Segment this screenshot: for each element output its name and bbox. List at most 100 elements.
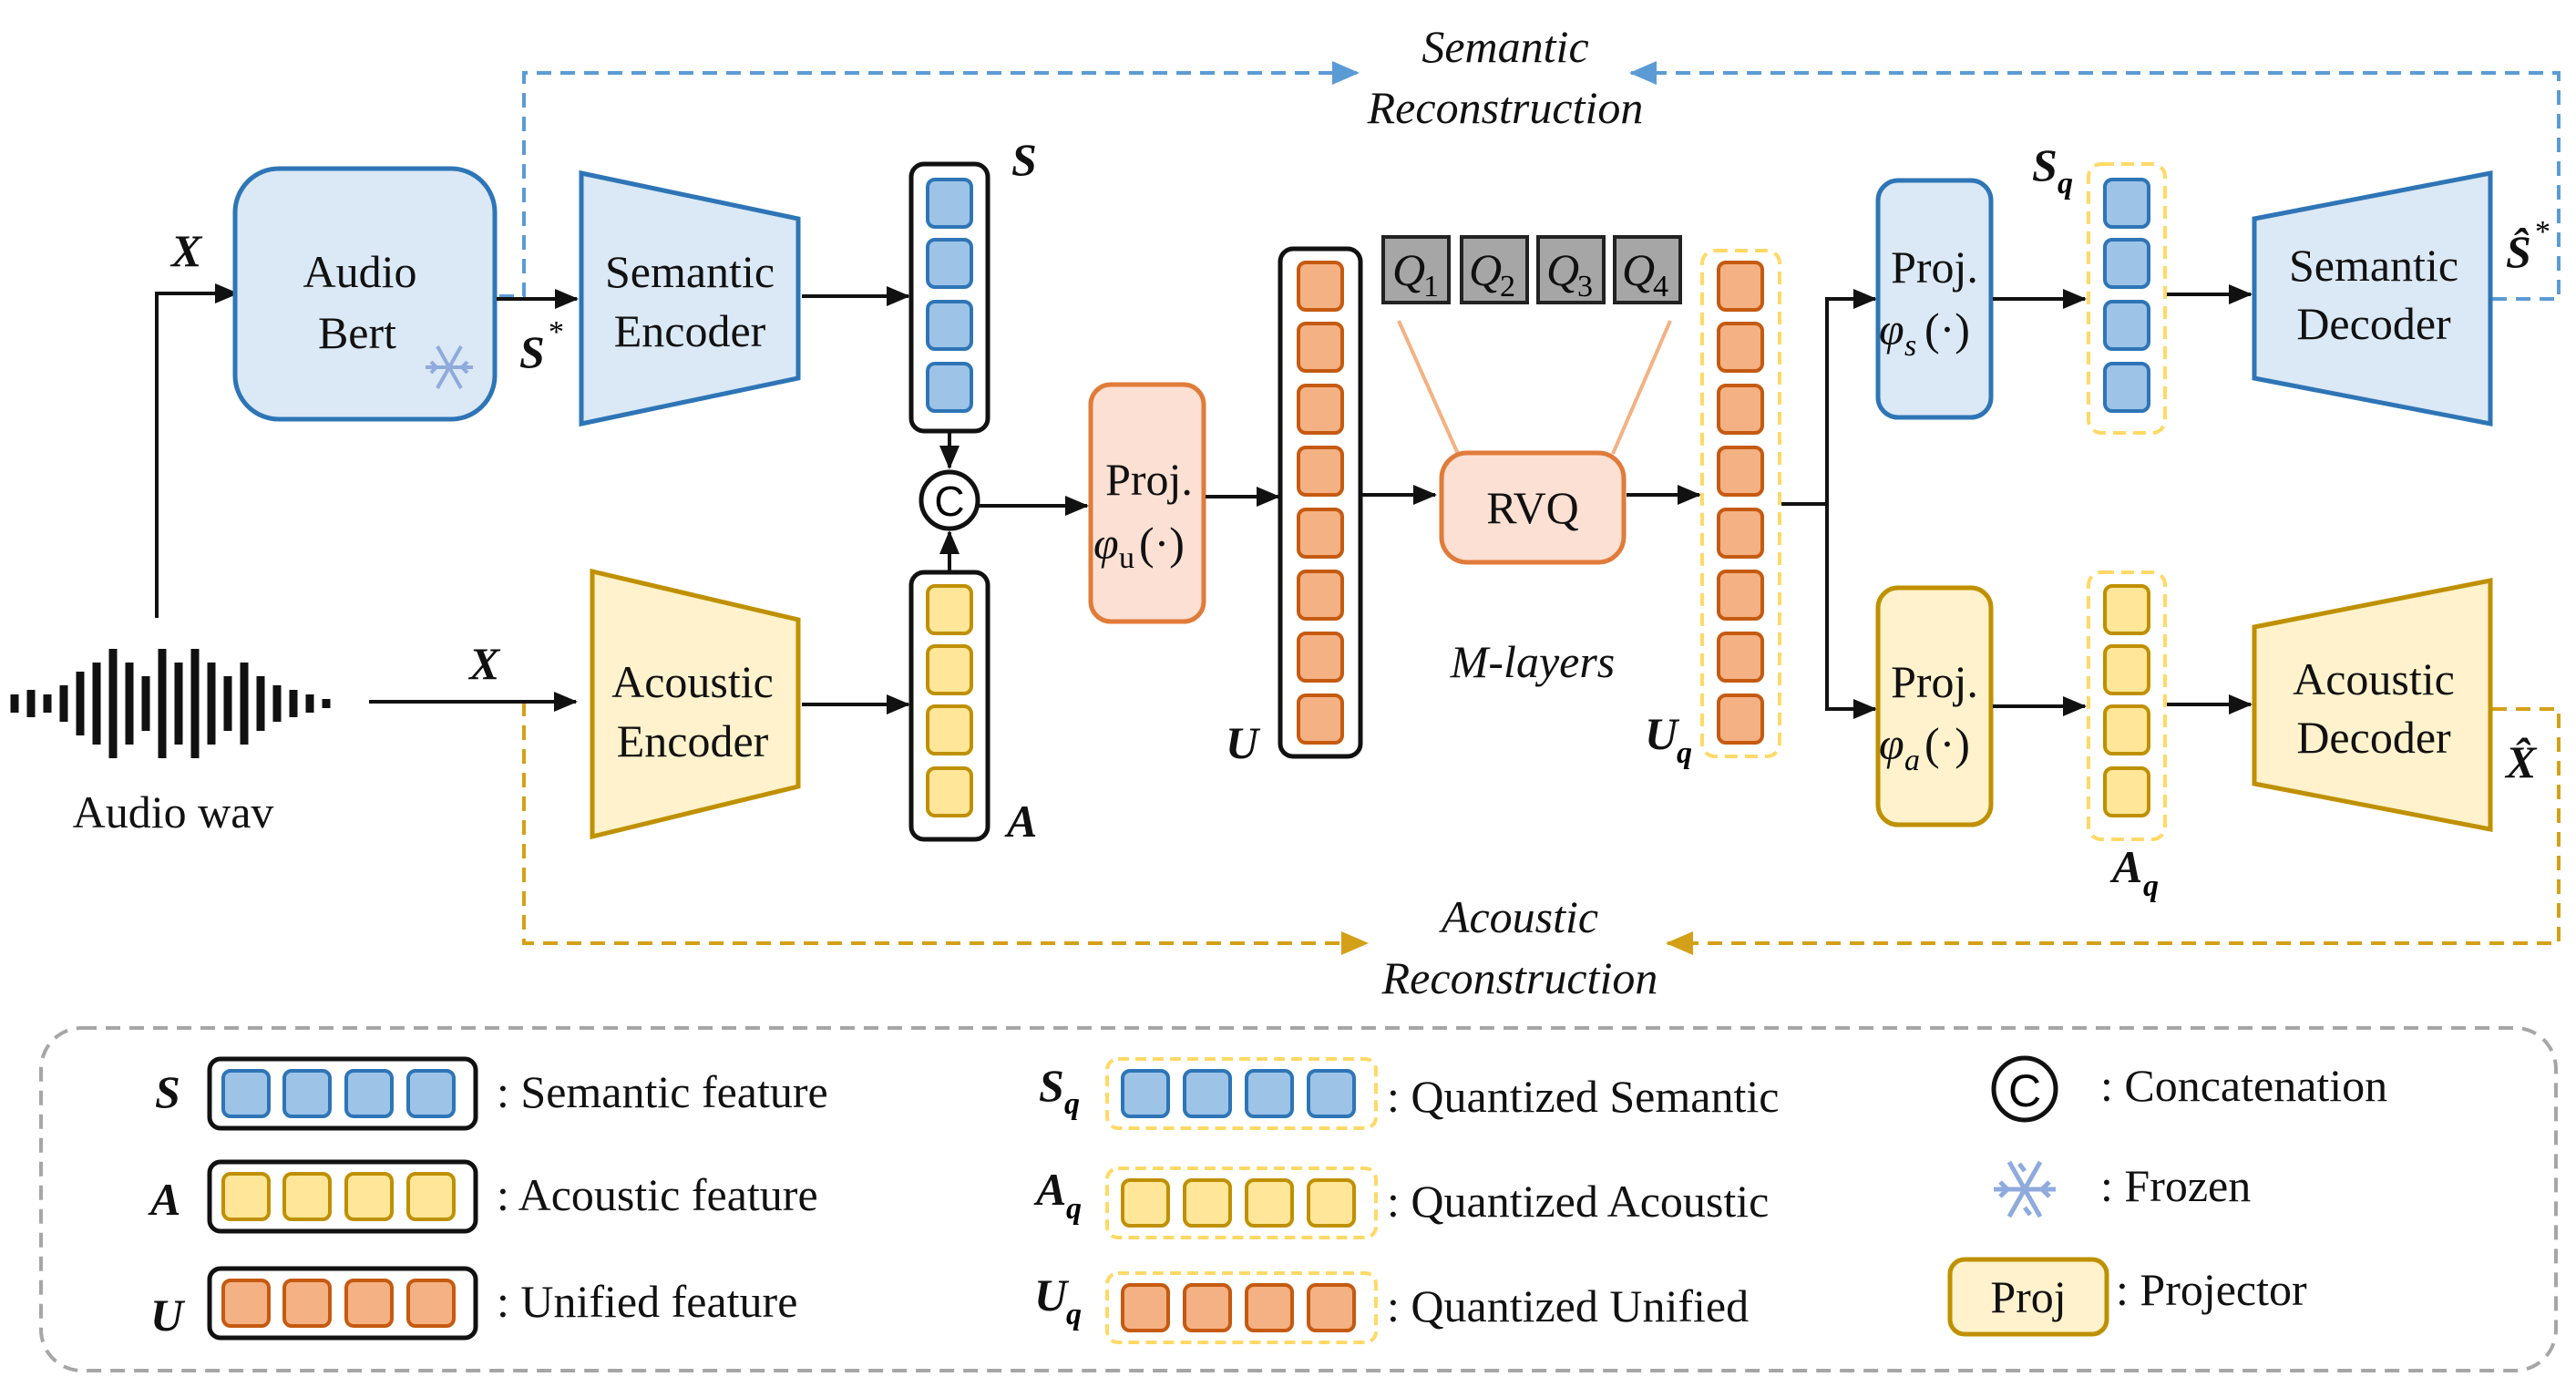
a-label: A: [1004, 796, 1037, 847]
rvq-block: RVQ: [1439, 450, 1627, 565]
svg-text:(·): (·): [1139, 518, 1185, 569]
legend-quantized-acoustic: [1105, 1166, 1378, 1239]
svg-text:s: s: [1904, 329, 1916, 363]
s-label: S: [1011, 134, 1037, 185]
svg-text:φ: φ: [1093, 518, 1119, 569]
codebook-q4: Q 4: [1613, 235, 1682, 304]
projector-a-block: Proj. φ a (·): [1875, 585, 1994, 827]
svg-text:: Concatenation: : Concatenation: [2100, 1060, 2387, 1111]
legend-semantic-feature: [207, 1056, 478, 1131]
svg-text:Semantic: Semantic: [2289, 240, 2458, 291]
svg-text:: Frozen: : Frozen: [2100, 1160, 2251, 1211]
legend-panel: S : Semantic feature A : Acoustic featur…: [39, 1026, 2558, 1372]
semantic-reconstruction-label-2: Reconstruction: [1367, 82, 1644, 133]
svg-text:A: A: [1033, 1164, 1066, 1215]
svg-text:Proj.: Proj.: [1891, 656, 1978, 707]
svg-text:2: 2: [1500, 270, 1515, 303]
acoustic-encoder-block: Acoustic Encoder: [590, 568, 801, 840]
legend-projector: Proj: [1947, 1257, 2109, 1337]
svg-text:: Semantic feature: : Semantic feature: [497, 1066, 828, 1117]
svg-text:u: u: [1119, 541, 1134, 575]
svg-text:Acoustic: Acoustic: [611, 656, 774, 707]
svg-text:Q: Q: [1392, 244, 1425, 295]
svg-text:Q: Q: [1469, 244, 1502, 295]
u-label: U: [1226, 717, 1261, 768]
snowflake-icon: [426, 345, 473, 389]
semantic-decoder-block: Semantic Decoder: [2252, 170, 2493, 427]
s-star-superscript: *: [549, 315, 564, 349]
svg-text:Encoder: Encoder: [617, 715, 769, 766]
legend-acoustic-feature: [207, 1159, 478, 1234]
svg-text:Proj.: Proj.: [1105, 454, 1193, 505]
legend-unified-feature: [207, 1266, 478, 1341]
acoustic-reconstruction-label: Acoustic: [1439, 891, 1598, 942]
legend-quantized-unified: [1105, 1271, 1378, 1344]
quantized-unified-column: [1700, 249, 1781, 758]
sq-label: S: [2032, 139, 2058, 190]
svg-text:φ: φ: [1879, 718, 1904, 769]
legend-quantized-semantic: [1105, 1057, 1378, 1130]
audio-bert-block: Audio Bert: [232, 166, 498, 422]
m-layers-label: M-layers: [1450, 636, 1616, 687]
svg-text:a: a: [1904, 744, 1920, 777]
svg-text:: Quantized Acoustic: : Quantized Acoustic: [1387, 1176, 1769, 1227]
svg-text:U: U: [150, 1290, 186, 1341]
svg-text:: Projector: : Projector: [2116, 1264, 2307, 1315]
svg-text:: Quantized Unified: : Quantized Unified: [1387, 1280, 1749, 1331]
semantic-feature-column: [908, 161, 990, 434]
codebook-q3: Q 3: [1536, 235, 1606, 304]
svg-text:q: q: [1064, 1087, 1080, 1121]
audio-wav-label: Audio wav: [73, 786, 274, 838]
aq-label: A: [2109, 841, 2142, 892]
uq-sub: q: [1677, 736, 1692, 770]
svg-text:Bert: Bert: [318, 307, 396, 358]
quantized-semantic-column: [2087, 162, 2167, 435]
x-label-bottom: X: [467, 638, 501, 689]
legend-snowflake-icon: [1994, 1160, 2056, 1218]
svg-text:Q: Q: [1622, 244, 1655, 295]
svg-text:Acoustic: Acoustic: [2293, 653, 2455, 704]
svg-text:Proj: Proj: [1990, 1271, 2066, 1322]
concatenation-icon: C: [919, 469, 980, 531]
quantized-acoustic-column: [2087, 570, 2167, 841]
semantic-encoder-block: Semantic Encoder: [579, 170, 801, 427]
acoustic-decoder-block: Acoustic Decoder: [2252, 577, 2493, 833]
svg-text:Q: Q: [1546, 244, 1579, 295]
svg-text:(·): (·): [1924, 718, 1970, 769]
svg-text:U: U: [1034, 1269, 1070, 1320]
svg-text:C: C: [2008, 1065, 2041, 1116]
svg-text:: Unified feature: : Unified feature: [497, 1276, 797, 1327]
legend-concatenation-icon: C: [1991, 1055, 2058, 1123]
svg-text:: Acoustic feature: : Acoustic feature: [497, 1169, 818, 1220]
sq-sub: q: [2058, 167, 2073, 200]
svg-text:: Quantized Semantic: : Quantized Semantic: [1387, 1071, 1779, 1122]
s-star-label: S: [519, 326, 545, 377]
acoustic-feature-column: [908, 570, 990, 842]
svg-text:1: 1: [1423, 270, 1439, 303]
projector-u-block: Proj. φ u (·): [1088, 382, 1206, 624]
semantic-reconstruction-loop: Semantic Reconstruction: [499, 21, 2561, 301]
svg-text:Semantic: Semantic: [605, 246, 775, 297]
acoustic-reconstruction-label-2: Reconstruction: [1381, 952, 1658, 1003]
svg-text:A: A: [148, 1174, 180, 1225]
svg-text:Decoder: Decoder: [2296, 298, 2451, 349]
x-label-top: X: [169, 225, 203, 276]
uq-label: U: [1645, 708, 1680, 759]
svg-text:Encoder: Encoder: [614, 305, 766, 356]
s-hat-label: Ŝ: [2506, 226, 2531, 277]
svg-text:φ: φ: [1879, 303, 1904, 355]
svg-text:S: S: [1039, 1060, 1064, 1111]
svg-text:S: S: [155, 1066, 180, 1117]
svg-text:(·): (·): [1924, 303, 1970, 355]
x-hat-label: X̂: [2504, 736, 2538, 787]
s-hat-superscript: *: [2535, 215, 2550, 249]
svg-text:C: C: [934, 478, 964, 525]
svg-text:Audio: Audio: [303, 246, 417, 297]
svg-text:Decoder: Decoder: [2296, 712, 2451, 763]
svg-text:RVQ: RVQ: [1486, 482, 1579, 533]
codebook-q1: Q 1: [1381, 235, 1451, 304]
aq-sub: q: [2143, 869, 2159, 903]
acoustic-reconstruction-loop: Acoustic Reconstruction: [522, 702, 2561, 1003]
projector-s-block: Proj. φ s (·): [1875, 178, 1994, 420]
